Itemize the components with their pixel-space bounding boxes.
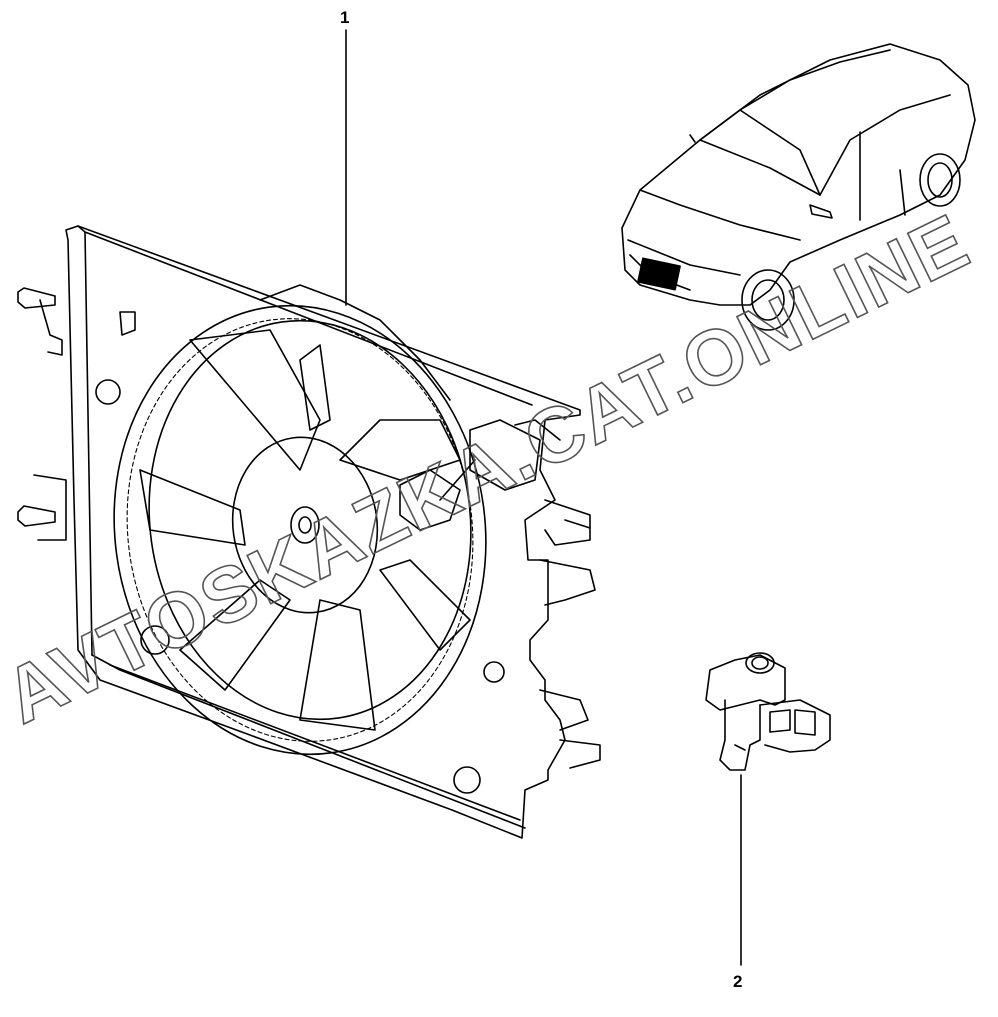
fan-assembly-illustration — [17, 225, 601, 839]
callout-label-2: 2 — [733, 972, 743, 991]
watermark-text: AVTOSKAZKA.CAT.ONLINE — [0, 196, 982, 740]
callout-label-1: 1 — [340, 8, 350, 27]
resistor-illustration — [705, 652, 831, 771]
car-illustration — [621, 43, 976, 331]
